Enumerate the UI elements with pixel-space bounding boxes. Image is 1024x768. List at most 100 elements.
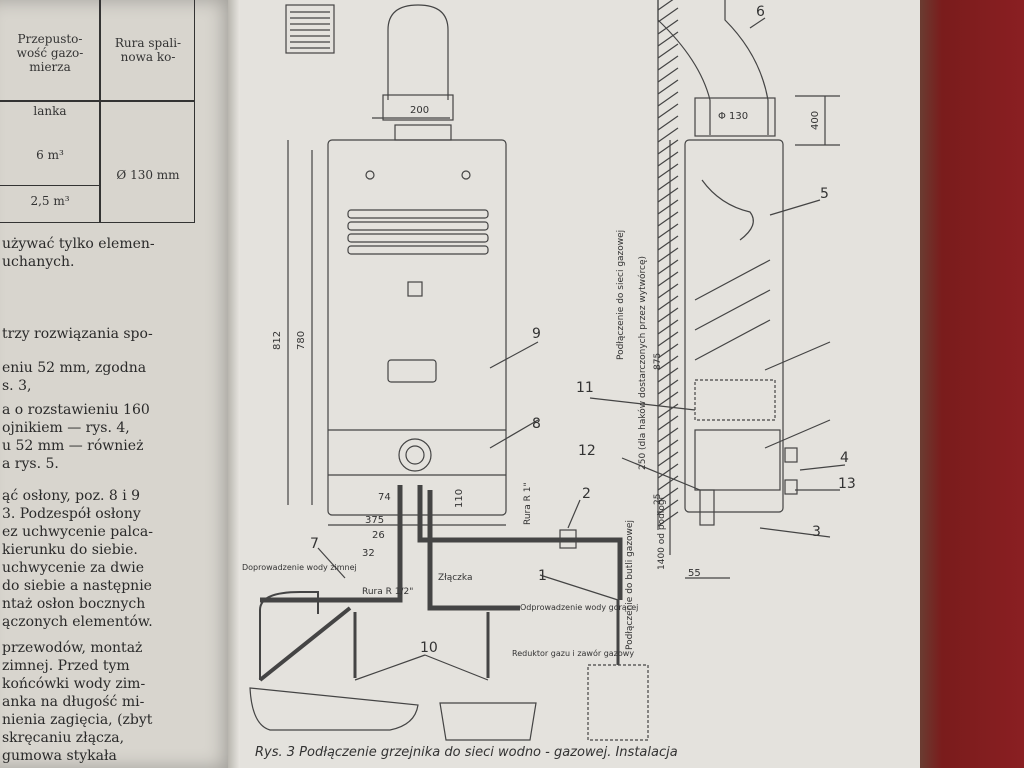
burner-detail [701,179,754,241]
dim-375: 375 [365,515,384,526]
dim-32: 32 [362,548,375,559]
hatch-line [657,91,679,107]
hatch-line [657,31,679,47]
hatch-line [657,415,679,431]
callout-3: 3 [812,524,821,540]
label-pipe-one: Rura R 1" [523,482,533,525]
dim-110: 110 [454,489,465,508]
hatch-line [657,235,679,251]
hatch-line [657,103,679,119]
hatch-line [657,379,679,395]
table-cell-row2: 6 m³ [36,148,64,162]
hatch-line [657,427,679,443]
callout-6: 6 [756,4,765,20]
callout-1: 1 [538,568,547,584]
dim-200: 200 [410,105,429,116]
hatch-line [657,271,679,287]
callout-13: 13 [838,476,856,492]
body-text-line: ez uchwycenie palca- [2,524,153,540]
hatch-line [657,403,679,419]
dim-55: 55 [688,568,701,579]
body-text-line: ojnikiem — rys. 4, [2,420,130,436]
hatch-line [657,463,679,479]
hatch-line [657,499,679,515]
dim-250: 250 (dla haków dostarczonych przez wytwó… [637,256,648,470]
heat-exchanger [694,259,771,361]
hatch-line [657,307,679,323]
hatch-line [657,343,679,359]
table-cell-row3: 2,5 m³ [30,194,70,208]
callout-2: 2 [582,486,591,502]
body-text-line: a rys. 5. [2,456,59,472]
body-text-line: a o rozstawieniu 160 [2,402,150,418]
dim-780: 780 [296,331,307,350]
dim-26: 26 [372,530,385,541]
body-text-line: ąć osłony, poz. 8 i 9 [2,488,141,504]
hatch-line [657,451,679,467]
hatch-line [657,7,679,23]
vent-grill [285,4,335,54]
callout-12: 12 [578,443,596,459]
wall-hatch [657,0,679,530]
hatch-line [657,175,679,191]
body-text-line: 3. Podzespół osłony [2,506,141,522]
label-hot-water: Odprowadzenie wody gorącej [520,603,638,612]
shower-pipe [258,606,352,682]
callout-8: 8 [532,416,541,432]
callout-11: 11 [576,380,594,396]
body-text-line: zimnej. Przed tym [2,658,130,674]
hatch-line [657,355,679,371]
hatch-line [657,511,679,527]
dim-1400: 1400 od podłogi [657,497,667,570]
hatch-line [657,223,679,239]
body-text-line: gumowa stykała [2,748,117,764]
table-cell-row1: lanka [33,104,67,118]
right-page [240,0,920,768]
flue-pipe-side [657,0,711,135]
hatch-line [657,295,679,311]
dim-25: 25 [653,494,663,505]
label-coupling: Złączka [438,573,472,583]
body-text-line: ączonych elementów. [2,614,153,630]
dim-875: 875 [653,353,663,370]
gas-bottle [587,664,649,741]
hatch-line [657,367,679,383]
flue-adapter-side [694,97,776,137]
gas-valve [559,529,577,549]
nameplate [387,359,437,383]
hatch-line [657,211,679,227]
hatch-line [657,259,679,275]
body-text-line: ntaż osłon bocznych [2,596,146,612]
hatch-line [657,391,679,407]
flue-collar [382,94,454,121]
hatch-line [657,487,679,503]
callout-4: 4 [840,450,849,466]
logo-badge [407,281,423,297]
cold-water-pipe [260,485,403,603]
body-text-line: nienia zagięcia, (zbyt [2,712,153,728]
label-reducer: Reduktor gazu i zawór gazowy [512,648,634,658]
control-knob [398,438,432,472]
body-text-line: przewodów, montaż [2,640,143,656]
left-page: Przepusto- wość gazo- mierza Rura spali-… [0,0,238,768]
hatch-line [657,67,679,83]
label-cold-water: Doprowadzenie wody zimnej [242,563,357,572]
hatch-line [657,247,679,263]
table-header-gas-meter: Przepusto- wość gazo- mierza [16,32,84,74]
figure-caption: Rys. 3 Podłączenie grzejnika do sieci wo… [255,745,678,760]
body-text-line: u 52 mm — również [2,438,144,454]
hatch-line [657,283,679,299]
bathtub [249,687,419,731]
hatch-line [657,187,679,203]
label-gas-network: Podłączenie do sieci gazowej [616,230,626,360]
hatch-line [657,0,674,11]
hatch-line [657,439,679,455]
body-text-line: s. 3, [2,378,32,394]
body-text-line: końcówki wody zim- [2,676,146,692]
body-text-line: kierunku do siebie. [2,542,138,558]
body-text-line: skręcaniu złącza, [2,730,125,746]
hatch-line [657,163,679,179]
book-gutter [228,0,242,768]
label-gas-bottle: Podłączenie do butli gazowej [625,520,635,650]
installation-drawing: 200 812 780 74 110 375 26 32 Φ 130 400 2… [242,0,856,741]
